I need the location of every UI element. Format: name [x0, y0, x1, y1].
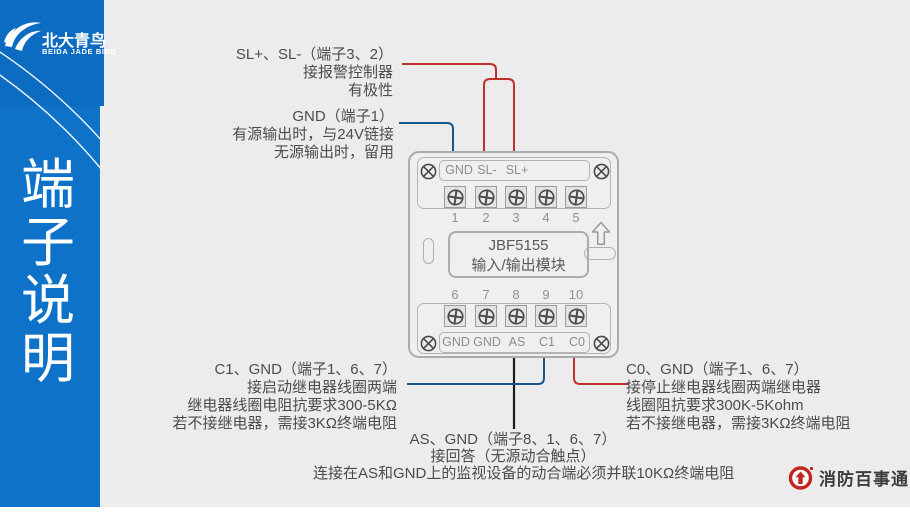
terminal-screw-2 — [475, 186, 497, 208]
orientation-arrow-icon — [591, 221, 611, 245]
io-module-diagram: GND SL- SL+ 1 2 3 4 5 JBF5155 输入/输出模块 — [408, 151, 619, 358]
note-line: SL+、SL-（端子3、2） — [235, 46, 393, 63]
terminal-screw-8 — [505, 305, 527, 327]
module-model: JBF5155 — [488, 237, 549, 254]
note-gnd-terminal: GND（端子1） 有源输出时，与24V链接 无源输出时，留用 — [114, 108, 394, 162]
terminal-screw-3 — [505, 186, 527, 208]
terminal-number: 7 — [482, 287, 490, 302]
note-line: GND（端子1） — [292, 108, 394, 125]
note-line: 有极性 — [347, 82, 393, 99]
corner-screw-icon — [593, 163, 610, 180]
note-line: AS、GND（端子8、1、6、7） — [409, 431, 617, 448]
terminal-number: 1 — [451, 210, 459, 225]
note-line: 若不接继电器，需接3KΩ终端电阻 — [172, 415, 397, 432]
side-slot — [423, 238, 434, 264]
terminal-screw-5 — [565, 186, 587, 208]
terminal-number: 3 — [512, 210, 520, 225]
note-sl-terminals: SL+、SL-（端子3、2） 接报警控制器 有极性 — [113, 46, 393, 100]
terminal-number: 4 — [542, 210, 550, 225]
corner-screw-icon — [420, 163, 437, 180]
terminal-screw-6 — [444, 305, 466, 327]
note-line: 接报警控制器 — [302, 64, 393, 81]
note-line: 连接在AS和GND上的监视设备的动合端必须并联10KΩ终端电阻 — [313, 465, 735, 482]
terminal-screw-7 — [475, 305, 497, 327]
terminal-number: 10 — [568, 287, 584, 302]
note-as-terminal: AS、GND（端子8、1、6、7） 接回答（无源动合触点） 连接在AS和GND上… — [313, 431, 735, 482]
terminal-label-as: AS — [508, 335, 526, 349]
bottom-terminal-plate — [417, 303, 611, 354]
note-line: 有源输出时，与24V链接 — [232, 126, 394, 143]
page-title: 端子说明 — [21, 155, 75, 389]
module-nameplate: JBF5155 输入/输出模块 — [448, 231, 589, 278]
fire-service-logo-icon — [788, 466, 813, 490]
note-line: C1、GND（端子1、6、7） — [214, 361, 397, 378]
terminal-label-gnd: GND — [442, 335, 470, 349]
terminal-number: 8 — [512, 287, 520, 302]
footer-brand: 消防百事通 — [788, 464, 909, 491]
note-line: 接启动继电器线圈两端 — [246, 379, 397, 396]
terminal-label-gnd: GND — [445, 163, 473, 177]
terminal-screw-10 — [565, 305, 587, 327]
note-line: 接停止继电器线圈两端继电器 — [626, 379, 822, 396]
footer-brand-name: 消防百事通 — [819, 470, 909, 489]
terminal-number: 9 — [542, 287, 550, 302]
note-line: 接回答（无源动合触点） — [430, 448, 596, 465]
terminal-label-sl-minus: SL- — [477, 163, 497, 177]
terminal-label-c0: C0 — [569, 335, 585, 349]
side-slot — [584, 247, 616, 260]
note-c0-terminal: C0、GND（端子1、6、7） 接停止继电器线圈两端继电器 线圈阻抗要求300K… — [626, 361, 910, 433]
brand-name-en: BEIDA JADE BIRD — [42, 47, 117, 56]
terminal-screw-4 — [535, 186, 557, 208]
terminal-label-gnd: GND — [473, 335, 501, 349]
note-line: C0、GND（端子1、6、7） — [626, 361, 809, 378]
terminal-label-sl-plus: SL+ — [505, 163, 529, 177]
terminal-number: 2 — [482, 210, 490, 225]
module-type: 输入/输出模块 — [471, 257, 566, 274]
note-c1-terminal: C1、GND（端子1、6、7） 接启动继电器线圈两端 继电器线圈电阻抗要求300… — [117, 361, 397, 433]
terminal-label-c1: C1 — [539, 335, 555, 349]
bird-logo-icon — [4, 22, 41, 51]
note-line: 若不接继电器，需接3KΩ终端电阻 — [626, 415, 851, 432]
terminal-number: 5 — [572, 210, 580, 225]
bottom-label-strip: GND GND AS C1 C0 — [439, 332, 590, 353]
note-line: 继电器线圈电阻抗要求300-5KΩ — [187, 397, 397, 414]
terminal-screw-1 — [444, 186, 466, 208]
corner-screw-icon — [420, 335, 437, 352]
note-line: 线圈阻抗要求300K-5Kohm — [626, 397, 804, 414]
top-label-strip: GND SL- SL+ — [439, 160, 590, 181]
terminal-number: 6 — [451, 287, 459, 302]
top-terminal-plate — [417, 157, 611, 209]
note-line: 无源输出时，留用 — [273, 144, 394, 161]
brand-name-cn: 北大青鸟 — [42, 33, 107, 50]
terminal-screw-9 — [535, 305, 557, 327]
